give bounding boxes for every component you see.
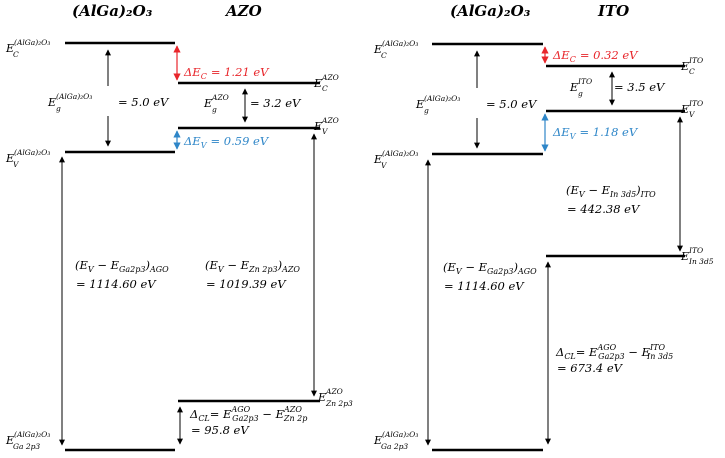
title-azo: AZO [224, 2, 262, 20]
title-algao-right: (AlGa)₂O₃ [450, 2, 531, 20]
label-core-ito: (EV − EIn 3d5)ITO= 442.38 eV [566, 183, 656, 216]
label-delta-ev-right: ΔEV= 1.18 eV [552, 125, 639, 141]
label-delta-ec-right: ΔEC= 0.32 eV [552, 48, 639, 64]
title-algao-left: (AlGa)₂O₃ [72, 2, 153, 20]
label-delta-ev-left: ΔEV= 0.59 eV [183, 134, 270, 150]
label-core-algao-left: (EV − EGa2p3)AGO= 1114.60 eV [75, 258, 169, 291]
label-delta-ec-left: ΔEC= 1.21 eV [183, 65, 270, 81]
label-core-algao-right: (EV − EGa2p3)AGO= 1114.60 eV [443, 260, 537, 293]
title-ito: ITO [597, 2, 629, 20]
label-core-azo: (EV − EZn 2p3)AZO= 1019.39 eV [205, 258, 300, 291]
